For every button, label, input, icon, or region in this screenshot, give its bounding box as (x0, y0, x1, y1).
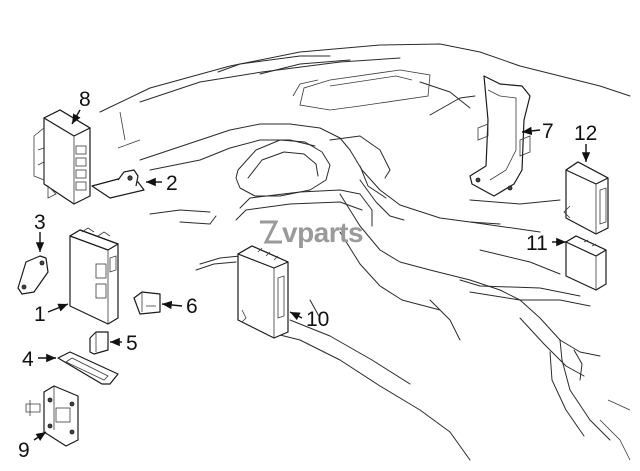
part-10-control-module[interactable] (237, 245, 289, 339)
part-12-module[interactable] (563, 161, 609, 235)
part-2-bracket[interactable] (91, 169, 145, 199)
part-3-mount-bracket[interactable] (17, 255, 49, 295)
callout-12: 12 (574, 122, 597, 145)
callout-10: 10 (306, 308, 329, 331)
callout-9: 9 (18, 439, 30, 462)
callout-11: 11 (526, 232, 548, 255)
callout-2: 2 (166, 172, 178, 195)
callout-5: 5 (126, 332, 138, 355)
callout-6: 6 (186, 295, 198, 318)
leader-lines (33, 109, 591, 441)
part-11-module[interactable] (565, 235, 607, 291)
watermark-text: vparts (282, 217, 363, 248)
callout-4: 4 (22, 348, 34, 371)
callout-1: 1 (34, 303, 46, 326)
part-9-bracket-plate[interactable] (25, 385, 79, 447)
callout-3: 3 (34, 211, 46, 234)
part-6-relay[interactable] (133, 291, 161, 315)
dashboard-outline (99, 43, 631, 461)
part-7-support-bracket[interactable] (469, 75, 531, 197)
callout-7: 7 (542, 120, 554, 143)
watermark-logo: vparts (260, 217, 364, 248)
callout-labels: 8 2 3 1 6 5 4 9 10 7 12 11 (18, 88, 597, 462)
callout-8: 8 (79, 88, 91, 111)
part-8-junction-block[interactable] (33, 109, 91, 205)
part-5-clip[interactable] (89, 331, 109, 355)
part-4-tray[interactable] (57, 351, 119, 385)
part-1-body-module[interactable] (69, 227, 119, 325)
